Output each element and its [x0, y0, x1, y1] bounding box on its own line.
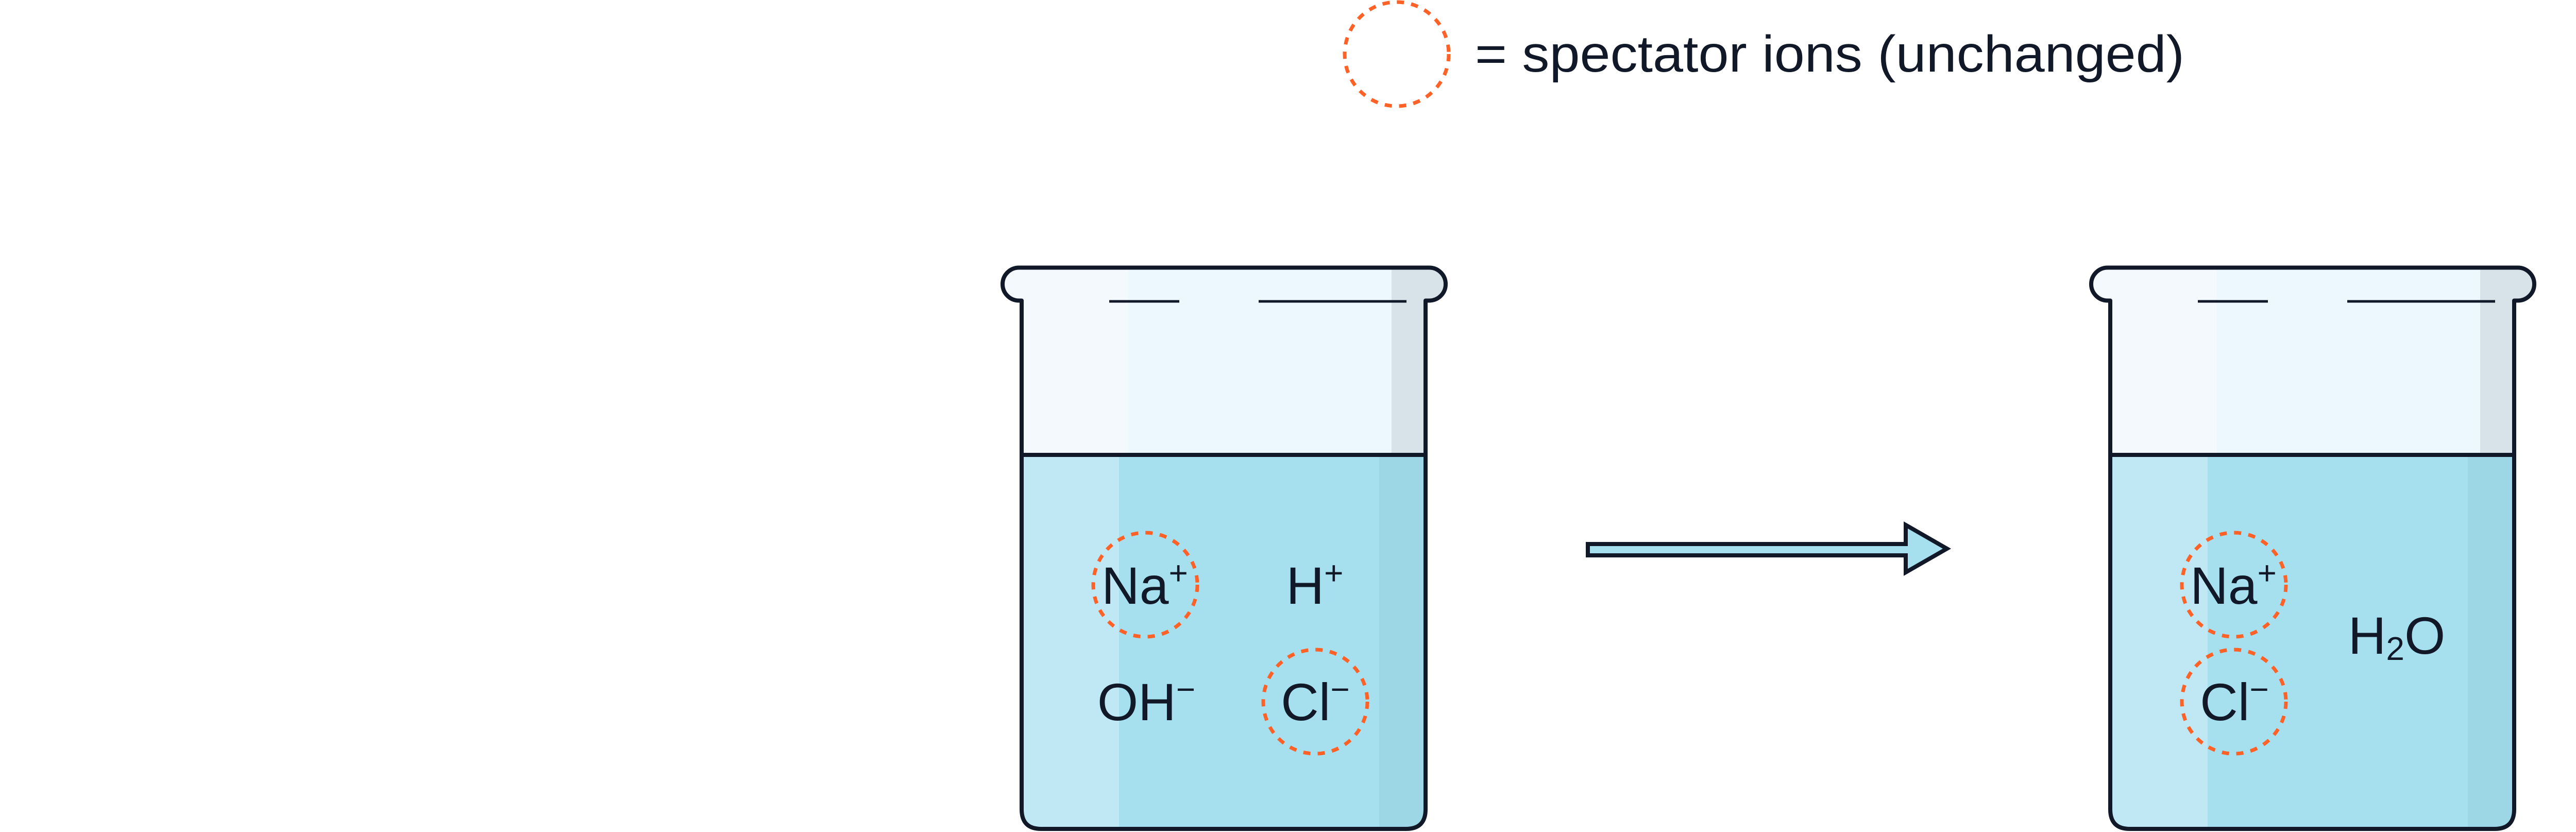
ion-symbol: Na: [2190, 556, 2258, 615]
beaker-after: Na+ Cl− H2O: [2089, 265, 2536, 831]
spectator-marker: [1261, 648, 1369, 756]
svg-text:H2O: H2O: [2348, 606, 2446, 667]
ion-cl: Cl−: [2180, 648, 2288, 756]
svg-text:Na+: Na+: [2190, 554, 2277, 615]
beaker-outline: [2089, 265, 2536, 831]
svg-text:Cl−: Cl−: [2200, 671, 2269, 732]
molecule-h: H: [2348, 606, 2386, 665]
beaker-rim: [1003, 267, 1446, 301]
beaker-outline: [1001, 265, 1448, 831]
ion-charge: +: [1324, 554, 1343, 591]
ion-symbol: OH: [1097, 673, 1176, 732]
ion-na: Na+: [1091, 531, 1199, 639]
ion-na: Na+: [2180, 531, 2288, 639]
ion-symbol: Cl: [2200, 673, 2249, 732]
ion-symbol: Cl: [1281, 673, 1330, 732]
ion-charge: −: [1176, 671, 1195, 708]
ion-cl: Cl−: [1261, 648, 1369, 756]
spectator-marker: [2180, 648, 2288, 756]
svg-text:Cl−: Cl−: [1281, 671, 1350, 732]
ion-charge: −: [2249, 671, 2268, 708]
legend-label: = spectator ions (unchanged): [1475, 25, 2184, 83]
dashed-circle-icon: [1343, 0, 1451, 108]
spectator-marker: [1091, 531, 1199, 639]
beaker-rim: [2091, 267, 2534, 301]
ion-charge: −: [1330, 671, 1349, 708]
beaker-before: Na+ H+ OH− Cl−: [1001, 265, 1448, 831]
ion-charge: +: [2258, 554, 2277, 591]
svg-text:OH−: OH−: [1097, 671, 1195, 732]
ion-symbol: H: [1286, 556, 1324, 615]
svg-text:H+: H+: [1286, 554, 1343, 615]
svg-text:Na+: Na+: [1101, 554, 1188, 615]
ion-symbol: Na: [1101, 556, 1169, 615]
spectator-marker: [2180, 531, 2288, 639]
ion-h: H+: [1286, 554, 1343, 615]
ion-oh: OH−: [1097, 671, 1195, 732]
molecule-water: H2O: [2348, 606, 2446, 667]
legend: = spectator ions (unchanged): [1343, 0, 2184, 108]
molecule-subscript: 2: [2386, 630, 2404, 667]
molecule-o: O: [2404, 606, 2445, 665]
right-arrow-icon: [1586, 521, 1952, 576]
ion-charge: +: [1169, 554, 1188, 591]
